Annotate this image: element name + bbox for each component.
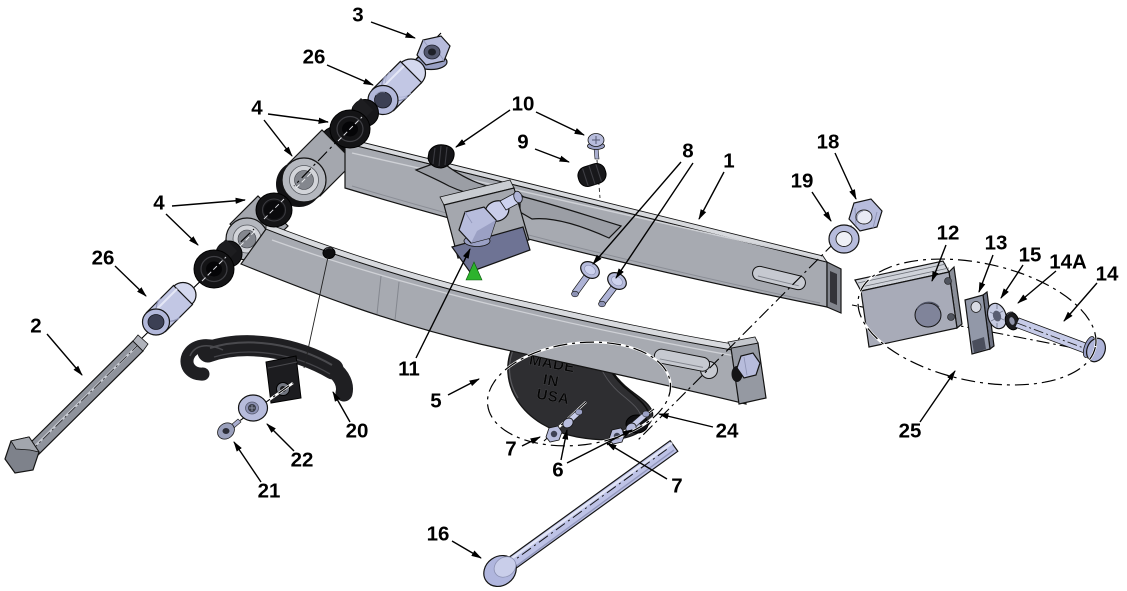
bushing-4-upper xyxy=(329,98,379,149)
adjuster-block-12 xyxy=(854,260,963,348)
pivot-bolt-long xyxy=(4,334,149,474)
adjuster-bolt-head xyxy=(736,352,761,379)
guard-nut-7-left xyxy=(545,425,563,443)
callout-13: 13 xyxy=(978,232,1008,293)
spacer-26-left xyxy=(141,281,197,336)
callout-label-20: 20 xyxy=(346,420,369,443)
callout-label-5: 5 xyxy=(430,390,441,413)
washer-19 xyxy=(828,224,860,254)
callout-label-21: 21 xyxy=(258,480,281,503)
alignment-line xyxy=(303,256,329,369)
callout-label-7: 7 xyxy=(671,475,682,498)
callout-19: 19 xyxy=(791,170,832,222)
callout-label-1: 1 xyxy=(723,150,734,173)
callout-label-14: 14 xyxy=(1096,263,1119,286)
nut-18 xyxy=(848,198,883,232)
callout-label-22: 22 xyxy=(291,449,314,472)
detail-ellipse-5 xyxy=(486,340,672,448)
callout-2: 2 xyxy=(30,315,83,376)
guide-screw-21 xyxy=(217,418,242,440)
callout-7: 7 xyxy=(606,442,683,498)
lock-washer-15 xyxy=(986,302,1008,330)
adjuster-plate-13 xyxy=(964,290,995,355)
guard-bolt-6a xyxy=(562,408,583,429)
callout-1: 1 xyxy=(698,150,735,220)
callout-18: 18 xyxy=(817,131,857,200)
callout-14: 14 xyxy=(1063,263,1119,322)
callout-label-10: 10 xyxy=(512,93,535,116)
callout-12: 12 xyxy=(931,222,960,282)
callout-label-7: 7 xyxy=(505,438,516,461)
callout-label-12: 12 xyxy=(937,222,960,245)
callout-6: 6 xyxy=(552,429,633,482)
callout-label-4: 4 xyxy=(153,192,165,215)
upper-pivot-tube xyxy=(276,125,359,207)
callout-24: 24 xyxy=(658,413,739,443)
lower-arm-slot xyxy=(653,348,711,372)
callout-22: 22 xyxy=(266,423,314,472)
callout-4: 4 xyxy=(153,192,246,246)
callout-label-13: 13 xyxy=(985,232,1008,255)
cable-clamp-floating xyxy=(577,163,607,187)
callout-label-3: 3 xyxy=(352,4,363,27)
adjuster-bolt-14 xyxy=(1014,317,1107,363)
callout-15: 15 xyxy=(1000,244,1042,299)
callout-14A: 14A xyxy=(1017,251,1087,304)
callout-label-4: 4 xyxy=(251,97,263,120)
guide-washer-22 xyxy=(237,394,269,422)
callout-label-26: 26 xyxy=(303,46,326,69)
axle-bolt-16 xyxy=(483,439,679,588)
callout-4: 4 xyxy=(251,97,329,157)
callout-label-6: 6 xyxy=(552,459,563,482)
callout-label-14A: 14A xyxy=(1049,251,1087,274)
clamp-screw-10 xyxy=(587,133,605,160)
callout-label-11: 11 xyxy=(398,358,420,381)
callout-3: 3 xyxy=(352,4,416,39)
callout-label-8: 8 xyxy=(682,140,693,163)
shoulder-bolt-8b xyxy=(598,272,627,308)
callout-25: 25 xyxy=(899,370,956,443)
callout-21: 21 xyxy=(233,441,281,503)
guide-bracket xyxy=(265,355,302,404)
guide-mount-hole xyxy=(322,247,336,259)
callout-label-24: 24 xyxy=(716,420,739,443)
chain-guide-hook xyxy=(180,335,353,404)
callout-26: 26 xyxy=(92,247,147,297)
callout-label-19: 19 xyxy=(791,170,814,193)
callout-label-18: 18 xyxy=(817,131,840,154)
bushing-4-lower xyxy=(193,239,243,289)
callout-10: 10 xyxy=(455,93,585,148)
callout-5: 5 xyxy=(430,378,480,413)
callout-11: 11 xyxy=(398,248,471,381)
callout-label-9: 9 xyxy=(517,131,528,154)
callout-7: 7 xyxy=(505,436,541,461)
callout-label-26: 26 xyxy=(92,247,115,270)
axle-block xyxy=(727,336,767,405)
cable-clamp-on-arm xyxy=(427,144,455,169)
made-in-usa-text-line2: IN xyxy=(542,371,561,391)
green-triangle-marker xyxy=(465,261,483,281)
callout-9: 9 xyxy=(517,131,570,163)
bushing-4-lower-arm-side xyxy=(255,192,293,228)
upper-arm-slot xyxy=(752,265,806,291)
callout-20: 20 xyxy=(332,391,369,443)
callout-26: 26 xyxy=(303,46,374,86)
shoulder-bolt-8a xyxy=(571,261,600,298)
cross-brace xyxy=(414,160,623,281)
callout-label-15: 15 xyxy=(1019,244,1042,267)
callout-label-25: 25 xyxy=(899,420,922,443)
callout-16: 16 xyxy=(427,523,482,559)
callout-label-2: 2 xyxy=(30,315,41,338)
made-in-usa-text-line3: USA xyxy=(535,386,571,409)
callout-8: 8 xyxy=(592,140,694,279)
callout-label-16: 16 xyxy=(427,523,450,546)
